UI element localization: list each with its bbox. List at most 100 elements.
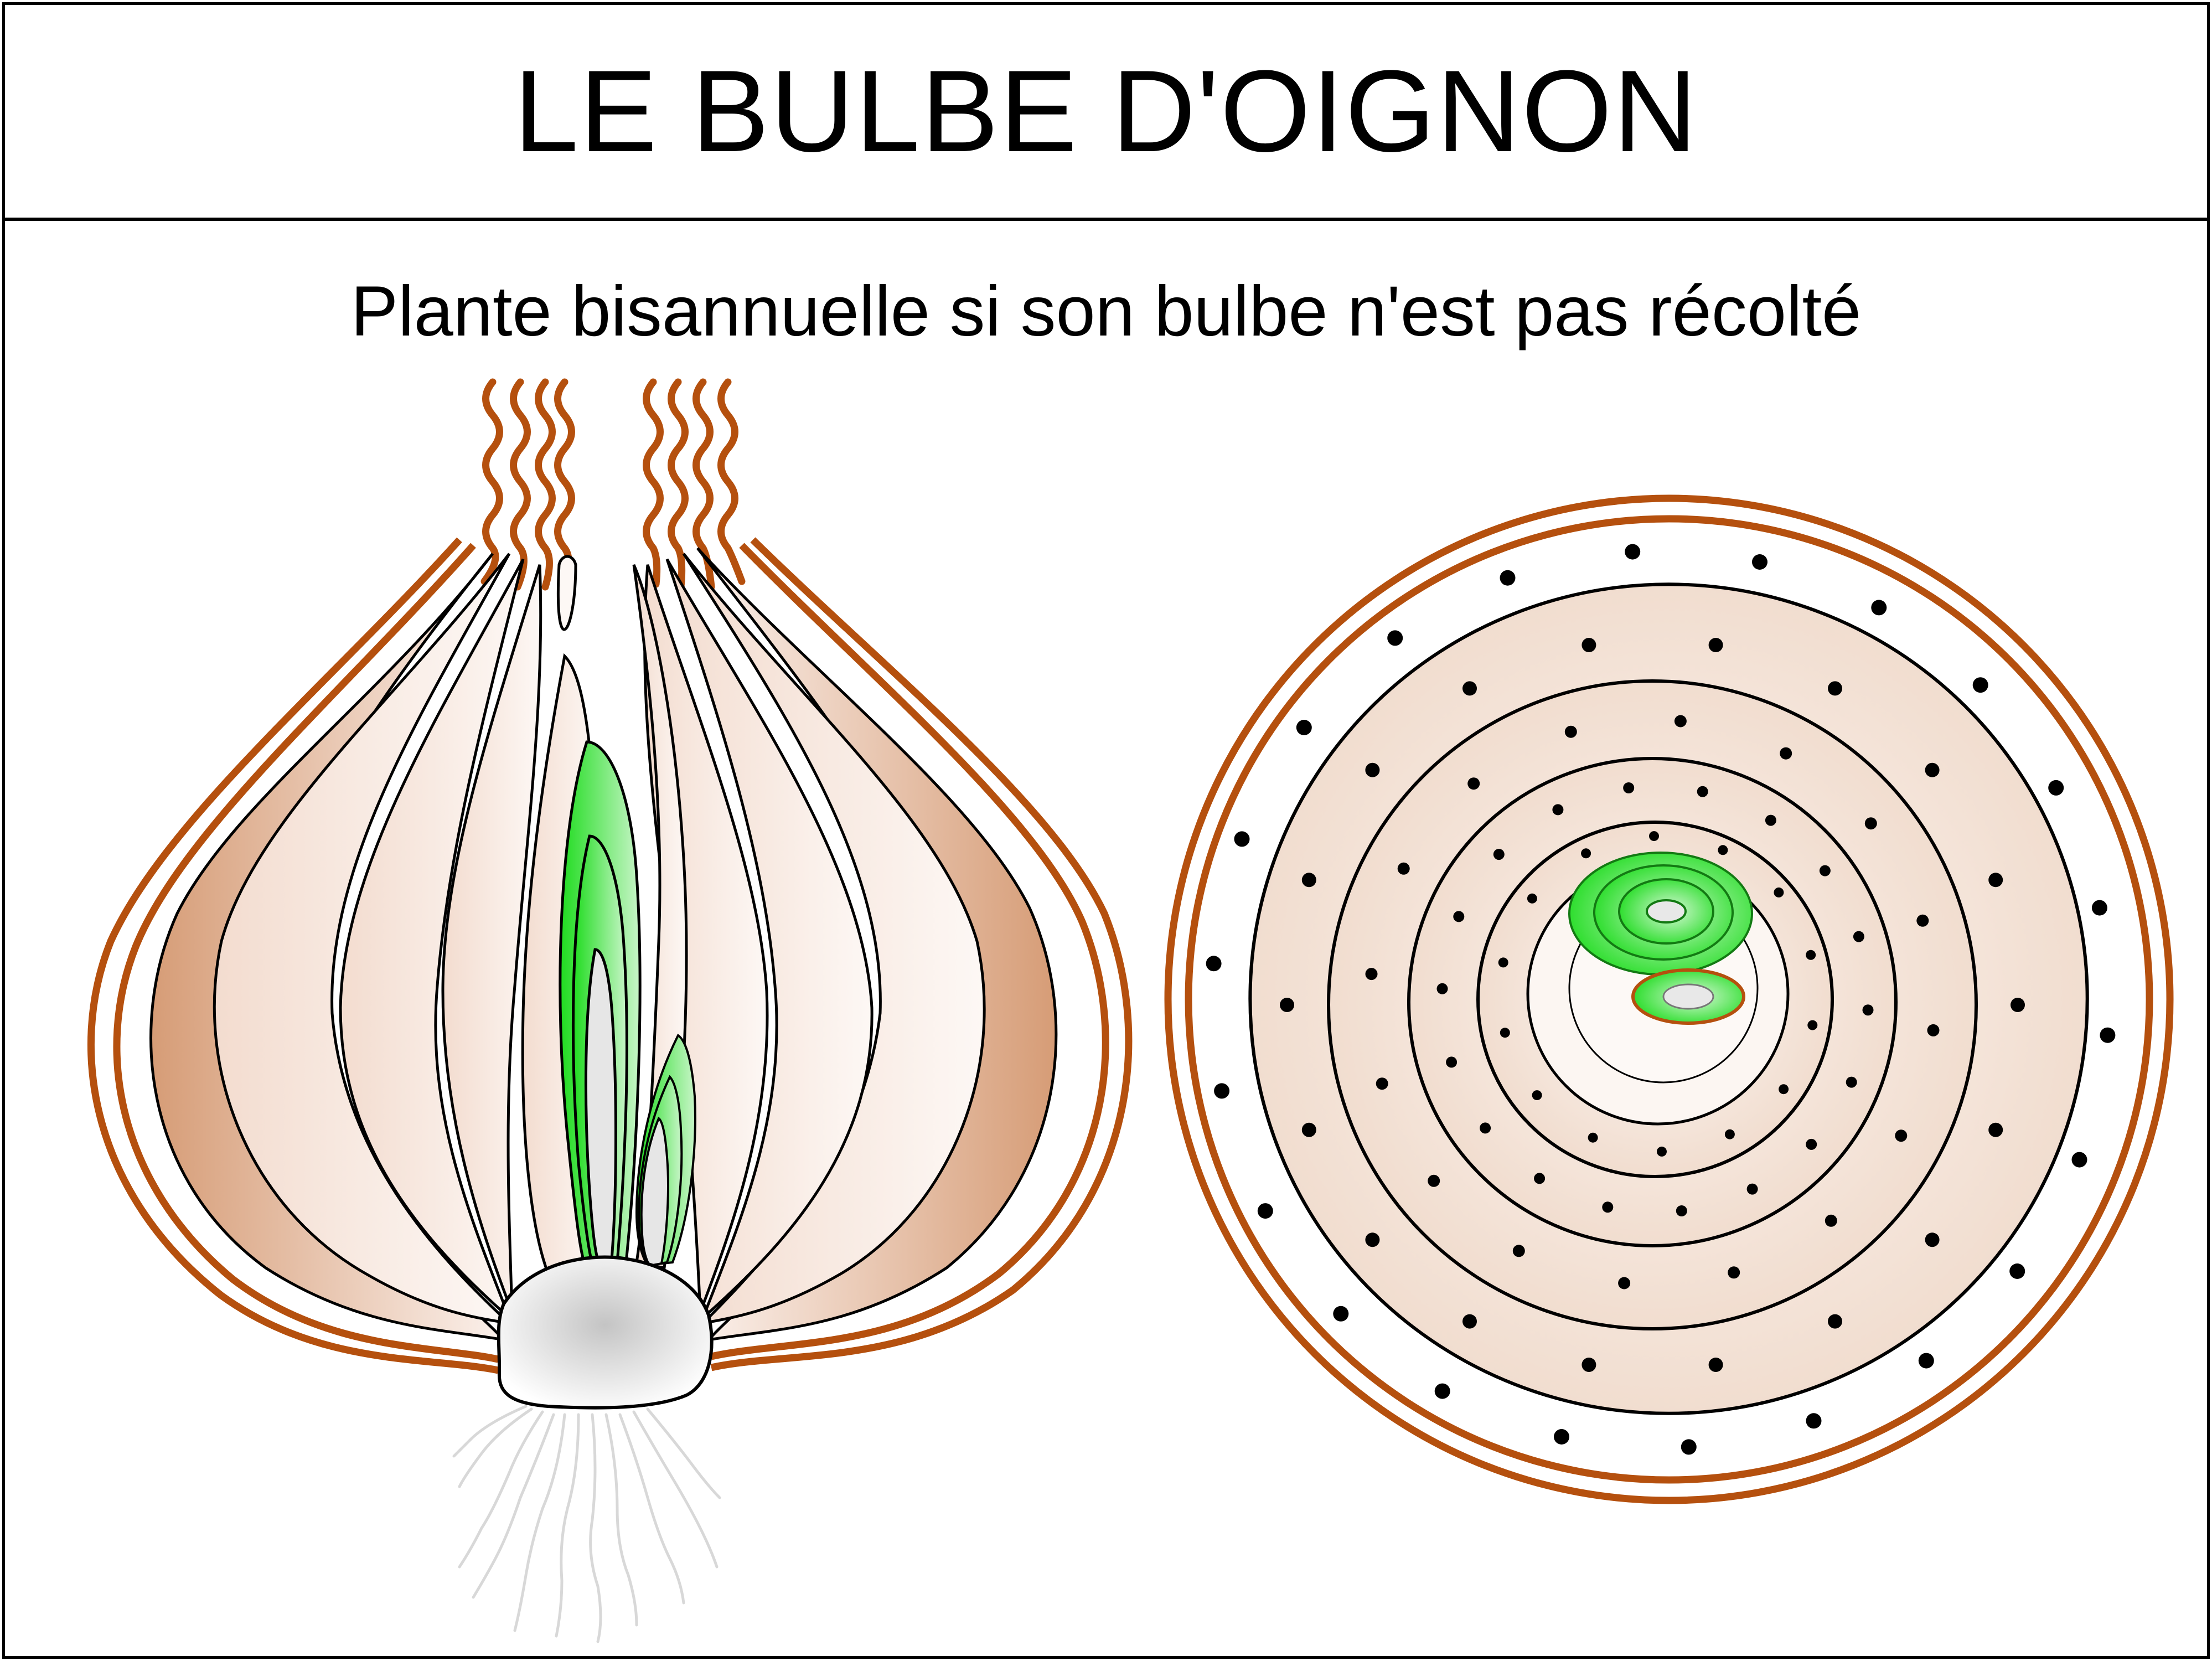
vascular-dot xyxy=(1728,1266,1740,1279)
page-title: LE BULBE D'OIGNON xyxy=(514,46,1698,176)
vascular-dot xyxy=(1446,1056,1458,1068)
roots xyxy=(452,1405,721,1643)
vascular-dot xyxy=(1498,957,1508,968)
vascular-dot xyxy=(1365,1232,1380,1247)
vascular-dot xyxy=(1434,1383,1450,1399)
vascular-dot xyxy=(1625,544,1641,560)
vascular-dot xyxy=(1746,1183,1758,1195)
vascular-dot xyxy=(1807,1020,1818,1030)
vascular-dot xyxy=(1846,1076,1857,1088)
neck-fibres xyxy=(480,378,746,591)
vascular-dot xyxy=(1500,570,1516,586)
basal-plateau xyxy=(497,1255,714,1410)
vascular-dot xyxy=(2071,1152,2087,1168)
longitudinal-section xyxy=(87,378,1133,1643)
vascular-dot xyxy=(1234,831,1250,847)
vascular-dot xyxy=(1532,1090,1542,1101)
vascular-dot xyxy=(1618,1277,1631,1289)
vascular-dot xyxy=(1828,1314,1842,1329)
vascular-dot xyxy=(1925,1232,1940,1247)
vascular-dot xyxy=(1927,1024,1940,1036)
vascular-dot xyxy=(1387,630,1403,646)
vascular-dot xyxy=(1493,849,1505,860)
vascular-dot xyxy=(1779,1084,1789,1095)
vascular-dot xyxy=(2009,1263,2025,1279)
vascular-dot xyxy=(1296,720,1312,735)
vascular-dot xyxy=(1582,1358,1596,1372)
vascular-dot xyxy=(1895,1129,1908,1142)
vascular-dot xyxy=(1534,1173,1546,1184)
vascular-dot xyxy=(1554,1429,1569,1445)
vascular-dot xyxy=(1718,845,1728,855)
vascular-dot xyxy=(1918,1353,1934,1369)
cross-section xyxy=(1164,494,2174,1504)
vascular-dot xyxy=(2091,900,2107,916)
vascular-dot xyxy=(1806,950,1816,960)
cross-terminal-bud xyxy=(1568,852,1753,976)
vascular-dot xyxy=(1864,817,1877,830)
vascular-dot xyxy=(1708,1358,1723,1372)
left-fleshy-scales xyxy=(149,553,600,1342)
vascular-dot xyxy=(1480,1122,1491,1134)
vascular-dot xyxy=(1365,762,1380,777)
vascular-dot xyxy=(1724,1129,1735,1139)
vascular-dot xyxy=(1602,1201,1614,1213)
vascular-dot xyxy=(1527,893,1537,904)
vascular-dot xyxy=(2100,1027,2116,1043)
vascular-dot xyxy=(1512,1245,1525,1257)
terminal-bud xyxy=(559,740,642,1270)
vascular-dot xyxy=(1500,1028,1510,1038)
vascular-dot xyxy=(1462,681,1477,696)
vascular-dot xyxy=(1453,911,1465,922)
vascular-dot xyxy=(1552,804,1564,816)
vascular-bundles xyxy=(1206,544,2116,1455)
vascular-dot xyxy=(1397,862,1410,875)
vascular-dot xyxy=(1806,1138,1817,1150)
vascular-dot xyxy=(1462,1314,1477,1329)
vascular-dot xyxy=(1681,1439,1697,1455)
vascular-dot xyxy=(1467,777,1480,790)
outer-tunics xyxy=(87,537,1133,1374)
vascular-dot xyxy=(1972,677,1988,693)
vascular-dot xyxy=(1564,725,1577,738)
vascular-dot xyxy=(1582,638,1596,652)
vascular-dot xyxy=(1774,887,1784,897)
vascular-dot xyxy=(1657,1146,1667,1157)
vascular-dot xyxy=(1916,914,1929,927)
vascular-dot xyxy=(1925,762,1940,777)
vascular-dot xyxy=(1819,865,1831,876)
vascular-dot xyxy=(1765,814,1776,826)
right-fleshy-scales xyxy=(632,547,1058,1342)
vascular-dot xyxy=(1588,1132,1598,1143)
vascular-dot xyxy=(2048,780,2064,796)
vascular-dot xyxy=(1988,1122,2003,1137)
vascular-dot xyxy=(1862,1004,1874,1016)
vascular-dot xyxy=(1825,1214,1837,1227)
vascular-dot xyxy=(1301,873,1316,888)
vascular-dot xyxy=(1649,831,1659,842)
vascular-dot xyxy=(2011,998,2025,1012)
vascular-dot xyxy=(1708,638,1723,652)
lateral-bud xyxy=(635,1034,696,1267)
vascular-dot xyxy=(1623,782,1635,793)
vascular-dot xyxy=(1806,1413,1822,1429)
vascular-dot xyxy=(1581,848,1591,859)
vascular-dot xyxy=(1780,747,1792,760)
vascular-dot xyxy=(1436,983,1448,994)
title-bar: LE BULBE D'OIGNON xyxy=(5,5,2207,221)
vascular-dot xyxy=(1674,715,1687,728)
vascular-dot xyxy=(1752,554,1767,570)
vascular-dot xyxy=(1280,998,1294,1012)
vascular-dot xyxy=(1257,1203,1273,1219)
vascular-dot xyxy=(1871,600,1887,616)
vascular-dot xyxy=(1853,931,1864,942)
vascular-dot xyxy=(1214,1083,1230,1099)
subtitle: Plante bisannuelle si son bulbe n'est pa… xyxy=(350,272,1862,351)
vascular-dot xyxy=(1376,1077,1388,1090)
vascular-dot xyxy=(1333,1306,1349,1322)
vascular-dot xyxy=(1828,681,1842,696)
vascular-dot xyxy=(1988,873,2003,888)
vascular-dot xyxy=(1365,968,1378,981)
